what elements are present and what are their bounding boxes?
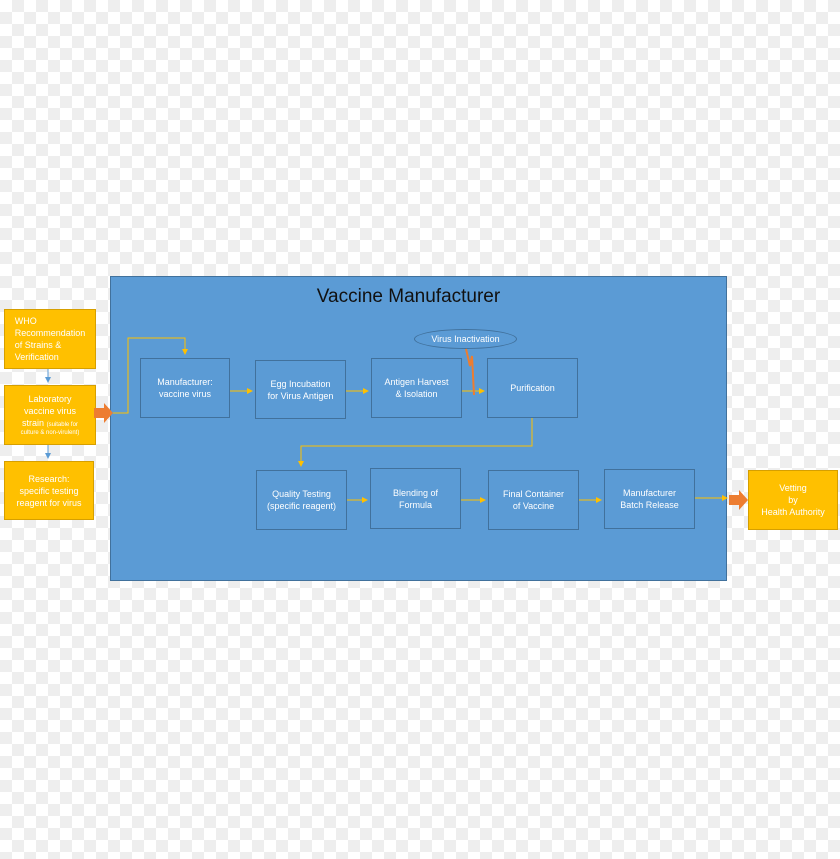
step-label: Egg Incubation	[270, 378, 331, 389]
who-recommendation-box: WHO Recommendation of Strains & Verifica…	[4, 309, 96, 369]
step-label: vaccine virus	[158, 389, 212, 399]
lab-label: vaccine virus	[23, 406, 76, 416]
research-label: reagent for virus	[16, 497, 82, 508]
panel-title: Vaccine Manufacturer	[316, 286, 501, 307]
vetting-label: Vetting	[779, 483, 807, 493]
virus-inactivation-oval: Virus Inactivation	[414, 329, 517, 349]
lab-label-row: strain (suitable for	[21, 417, 80, 429]
step-label: Manufacturer:	[157, 377, 213, 387]
step-label: & Isolation	[395, 389, 438, 399]
vetting-label: Health Authority	[761, 507, 825, 517]
who-label: WHO	[14, 316, 37, 326]
step-purification: Purification	[487, 358, 578, 418]
step-antigen-harvest: Antigen Harvest & Isolation	[371, 358, 462, 418]
step-manufacturer-vaccine-virus: Manufacturer: vaccine virus	[140, 358, 230, 418]
step-label: of Vaccine	[512, 501, 555, 511]
lab-label: Laboratory	[28, 394, 72, 404]
who-label: Recommendation	[14, 328, 86, 338]
step-label: Quality Testing	[272, 489, 331, 499]
vaccine-manufacturer-panel	[110, 276, 727, 581]
step-label: Formula	[398, 499, 432, 510]
research-reagent-box: Research: specific testing reagent for v…	[4, 461, 94, 520]
vetting-health-authority-box: Vetting by Health Authority	[748, 470, 838, 530]
step-quality-testing: Quality Testing (specific reagent)	[256, 470, 347, 530]
step-label: Manufacturer	[622, 488, 676, 498]
who-label: Verification	[14, 352, 59, 362]
step-label: Purification	[510, 383, 555, 393]
oval-label: Virus Inactivation	[431, 334, 500, 344]
step-final-container: Final Container of Vaccine	[488, 470, 579, 530]
exit-arrow	[729, 490, 748, 510]
lab-label: strain	[22, 418, 45, 428]
lab-note: (suitable for	[46, 422, 78, 428]
step-label: Antigen Harvest	[384, 377, 449, 387]
step-label: Final Container	[502, 489, 565, 499]
laboratory-strain-box: Laboratory vaccine virus strain (suitabl…	[4, 385, 96, 445]
research-label: Research:	[28, 473, 70, 484]
step-label: Blending of	[392, 487, 439, 498]
step-label: (specific reagent)	[266, 501, 337, 511]
vetting-label: by	[788, 495, 798, 505]
step-label: Batch Release	[620, 500, 679, 510]
step-label: for Virus Antigen	[267, 390, 334, 401]
who-label: of Strains &	[14, 340, 62, 350]
lab-note: culture & non-virulent)	[20, 430, 80, 436]
research-label: specific testing	[19, 485, 79, 496]
